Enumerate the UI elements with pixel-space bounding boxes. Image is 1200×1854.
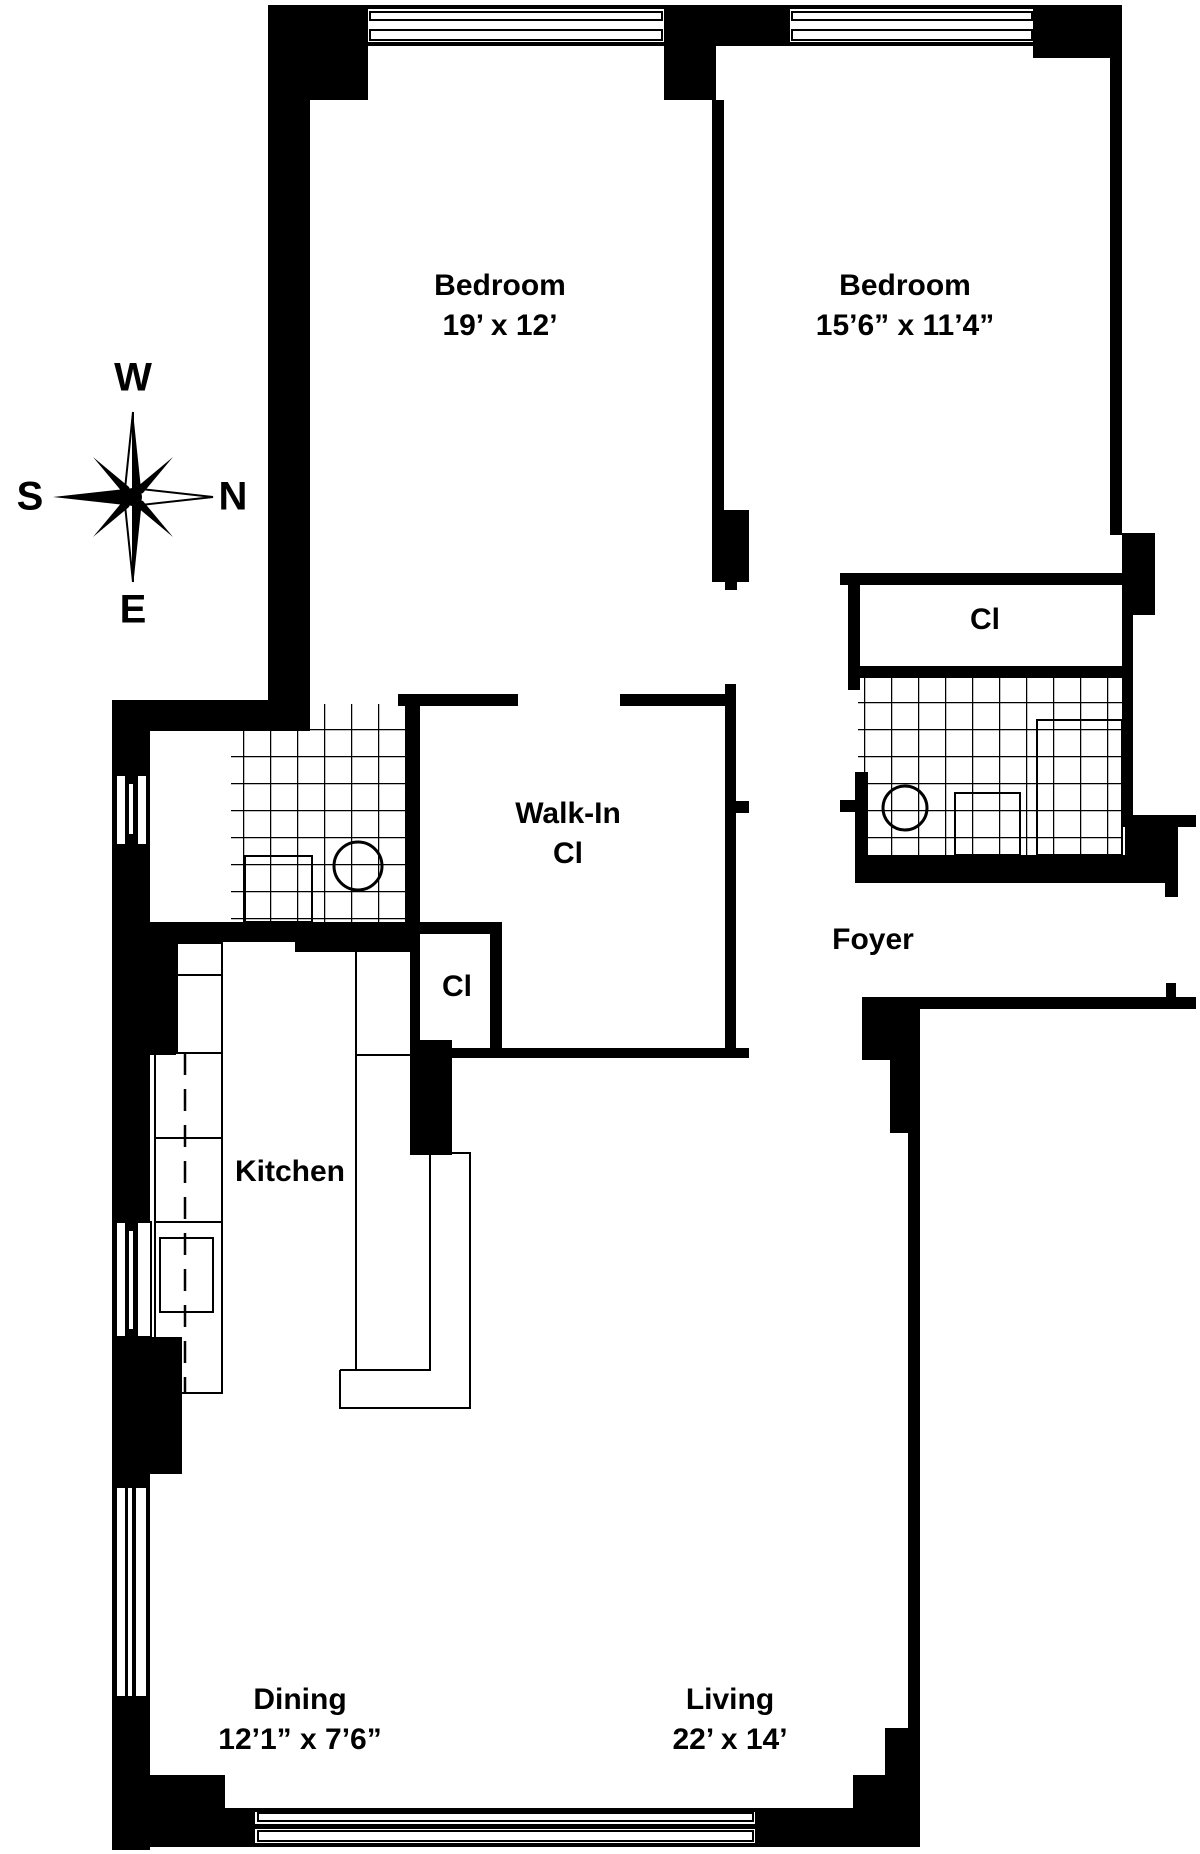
room-label-living: Living 22’ x 14’ xyxy=(672,1680,787,1760)
compass-north-label: N xyxy=(218,474,248,519)
room-dimensions: 12’1” x 7’6” xyxy=(218,1723,382,1756)
sink-icon xyxy=(881,784,929,832)
sink-icon xyxy=(332,840,384,892)
room-name: Bedroom xyxy=(839,269,971,302)
room-dimensions: 19’ x 12’ xyxy=(442,309,558,342)
compass-west-label: W xyxy=(114,355,152,400)
windows xyxy=(115,11,1033,1842)
room-label-kitchen: Kitchen xyxy=(235,1152,345,1192)
room-name-line2: Cl xyxy=(553,837,583,870)
room-label-closet-right: Cl xyxy=(970,600,1000,640)
bathroom-right xyxy=(858,676,1123,856)
room-dimensions: 15’6” x 11’4” xyxy=(815,309,995,342)
compass-south-label: S xyxy=(16,474,44,519)
room-label-bedroom-2: Bedroom 15’6” x 11’4” xyxy=(816,266,994,346)
room-name: Bedroom xyxy=(434,269,566,302)
room-label-closet-small: Cl xyxy=(442,967,472,1007)
room-label-walk-in-closet: Walk-In Cl xyxy=(515,794,621,874)
room-name: Dining xyxy=(253,1683,347,1716)
walls xyxy=(112,5,1196,1850)
room-name: Walk-In xyxy=(515,797,621,830)
room-label-foyer: Foyer xyxy=(832,920,914,960)
room-label-bedroom-1: Bedroom 19’ x 12’ xyxy=(434,266,566,346)
room-dimensions: 22’ x 14’ xyxy=(672,1723,788,1756)
kitchen-counters xyxy=(154,942,471,1409)
compass-east-label: E xyxy=(119,587,147,632)
room-name: Living xyxy=(685,1683,775,1716)
compass-rose-icon xyxy=(53,411,214,583)
room-label-dining: Dining 12’1” x 7’6” xyxy=(218,1680,381,1760)
kitchen-sink-icon xyxy=(159,1237,214,1313)
room-name: Foyer xyxy=(832,923,914,956)
bathroom-left xyxy=(231,704,407,923)
room-name: Kitchen xyxy=(234,1155,346,1188)
room-name: Cl xyxy=(970,603,1000,636)
room-name: Cl xyxy=(442,970,472,1003)
